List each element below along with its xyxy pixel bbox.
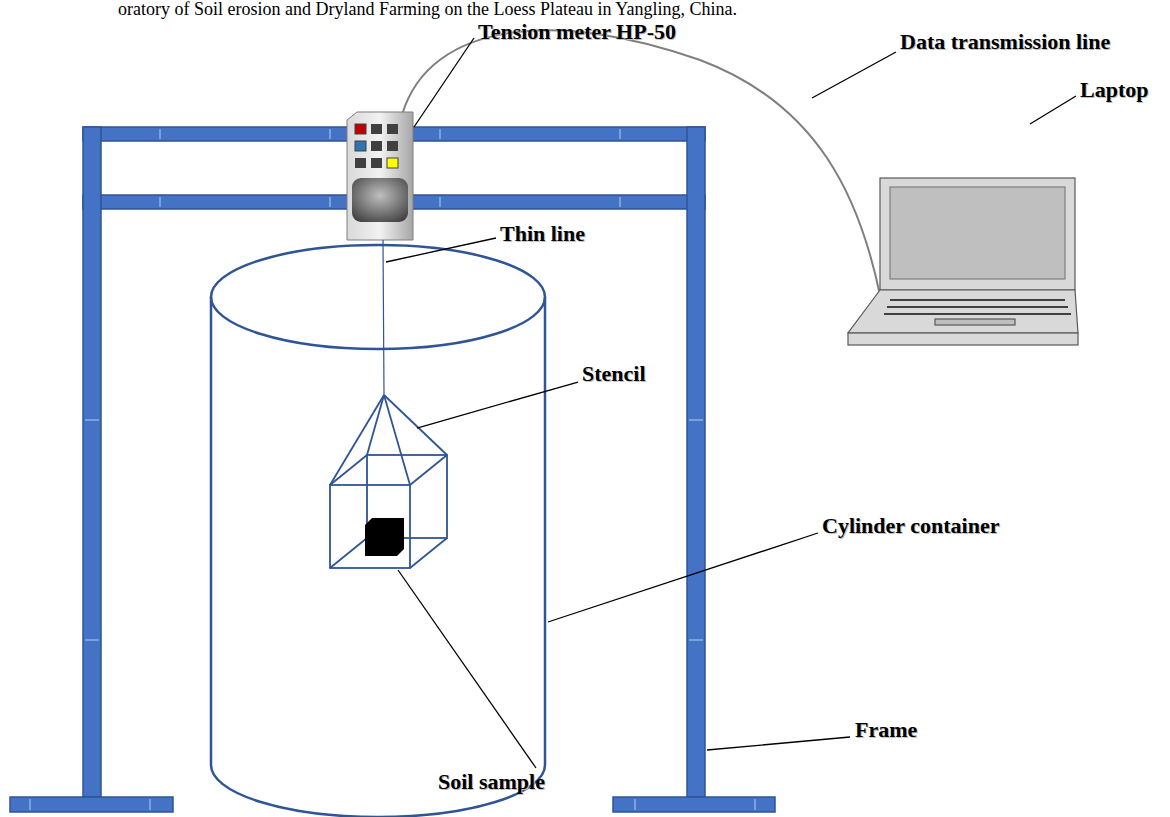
cylinder-container bbox=[211, 245, 545, 817]
part-label: Thin line bbox=[500, 222, 585, 246]
laptop bbox=[848, 178, 1078, 345]
tension-meter bbox=[347, 112, 413, 240]
stencil bbox=[330, 395, 447, 568]
part-label: Cylinder container bbox=[822, 514, 999, 538]
part-label: Laptop bbox=[1080, 78, 1148, 102]
leader-lines bbox=[386, 38, 1076, 768]
thin-line bbox=[383, 240, 384, 395]
part-label: Stencil bbox=[582, 362, 646, 386]
part-label: Tension meter HP-50 bbox=[478, 20, 676, 44]
soil-sample bbox=[365, 518, 404, 556]
part-label: Data transmission line bbox=[900, 30, 1110, 54]
part-label: Soil sample bbox=[438, 770, 545, 794]
data-cable bbox=[402, 30, 880, 295]
part-label: Frame bbox=[855, 718, 917, 742]
caption-fragment: oratory of Soil erosion and Dryland Farm… bbox=[118, 0, 737, 20]
